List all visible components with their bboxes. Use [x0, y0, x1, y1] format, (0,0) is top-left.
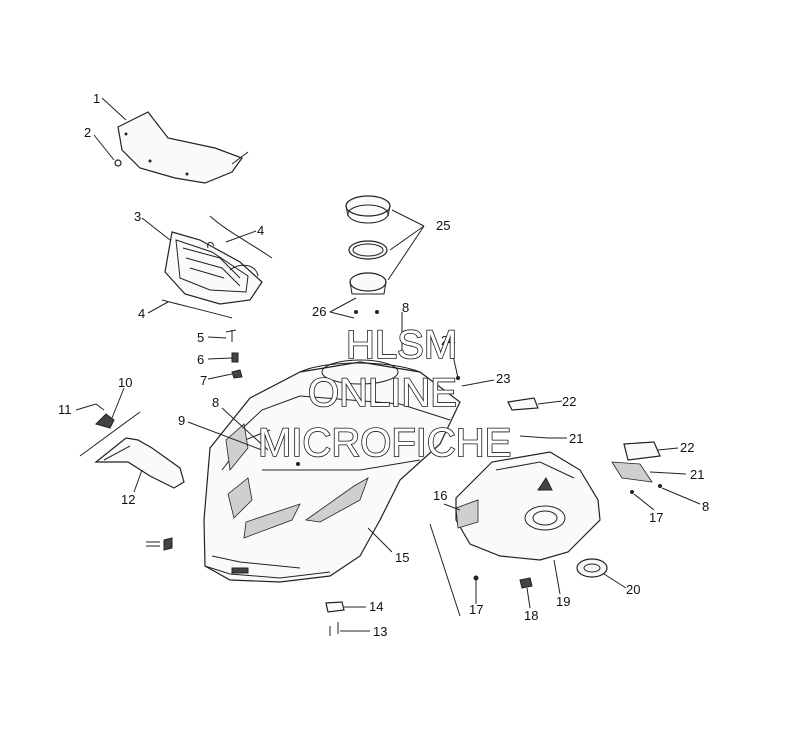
callout-labels: 1 2 3 4 4 5 6 7 8 8 8 9 10 11 12 13 14 1… — [58, 91, 709, 639]
hand-guard-part — [79, 411, 185, 489]
screw-part — [114, 159, 122, 167]
callout-16: 16 — [433, 488, 447, 503]
headlight-assembly-part — [164, 231, 263, 305]
callout-9: 9 — [178, 413, 185, 428]
callout-21-lower: 21 — [690, 467, 704, 482]
callout-19: 19 — [556, 594, 570, 609]
small-clip-part — [146, 537, 173, 551]
callout-8-hood: 8 — [212, 395, 219, 410]
vent-cover-part — [507, 397, 661, 461]
callout-2: 2 — [84, 125, 91, 140]
callout-1: 1 — [93, 91, 100, 106]
fastener-6-part — [231, 352, 239, 363]
callout-15: 15 — [395, 550, 409, 565]
latch-part — [519, 577, 533, 589]
callout-11: 11 — [58, 402, 72, 417]
watermark-line-3: MICROFICHE — [258, 421, 511, 465]
callout-13: 13 — [373, 624, 387, 639]
callout-24: 24 — [441, 333, 455, 348]
fastener-7-part — [231, 369, 243, 379]
vent-grille-part — [519, 435, 653, 483]
belly-pan-part — [455, 451, 601, 561]
watermark: HLSM ONLINE MICROFICHE — [257, 322, 512, 466]
callout-7: 7 — [200, 373, 207, 388]
callout-4-upper: 4 — [257, 223, 264, 238]
grommet-part — [576, 558, 608, 578]
callout-8-gauge: 8 — [402, 300, 409, 315]
callout-8-right: 8 — [702, 499, 709, 514]
rivet-part — [329, 622, 339, 636]
watermark-line-1: HLSM — [346, 323, 457, 367]
callout-3: 3 — [134, 209, 141, 224]
clip-part — [325, 601, 345, 613]
callout-26: 26 — [312, 304, 326, 319]
callout-20: 20 — [626, 582, 640, 597]
hood-part — [203, 359, 461, 583]
callout-10: 10 — [118, 375, 132, 390]
callout-17-right: 17 — [649, 510, 663, 525]
callout-6: 6 — [197, 352, 204, 367]
callout-12: 12 — [121, 492, 135, 507]
callout-4-lower: 4 — [138, 306, 145, 321]
callout-17-lower: 17 — [469, 602, 483, 617]
callout-5: 5 — [197, 330, 204, 345]
callout-18: 18 — [524, 608, 538, 623]
leader-lines — [75, 97, 701, 632]
callout-22-upper: 22 — [562, 394, 576, 409]
fastener-5-part — [225, 329, 237, 342]
gauge-housing-part — [345, 195, 391, 314]
headlight-seal-strip-part — [161, 215, 273, 319]
mirror-bracket-part — [95, 403, 115, 429]
callout-25: 25 — [436, 218, 450, 233]
pan-screw-part — [473, 575, 479, 581]
callout-14: 14 — [369, 599, 383, 614]
callout-23: 23 — [496, 371, 510, 386]
windshield-part — [117, 111, 249, 184]
watermark-line-2: ONLINE — [308, 371, 457, 415]
callout-22-lower: 22 — [680, 440, 694, 455]
callout-21-upper: 21 — [569, 431, 583, 446]
